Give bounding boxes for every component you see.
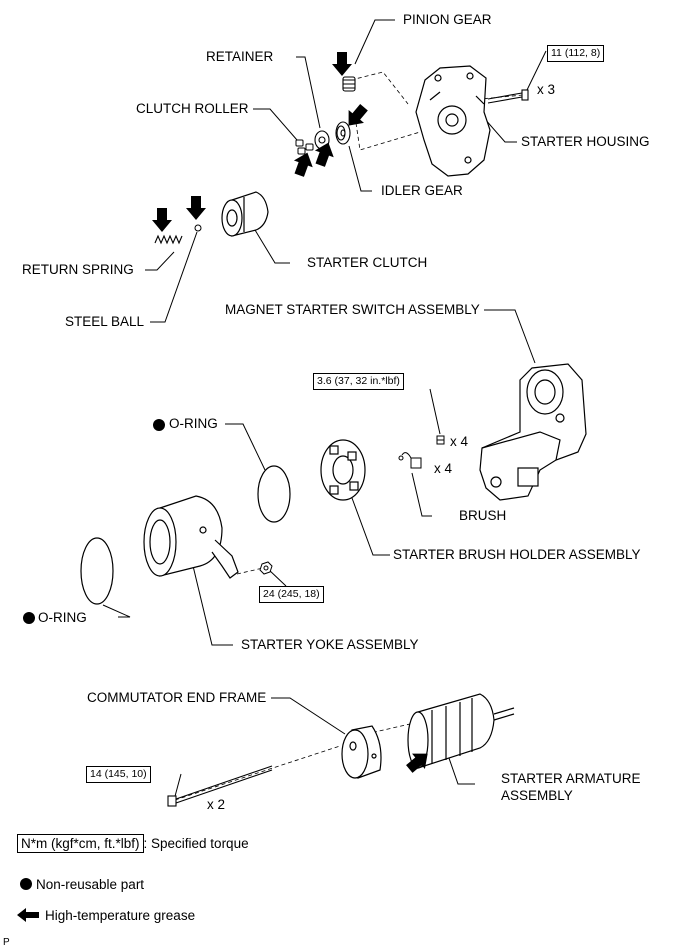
commutator-end-frame xyxy=(341,725,382,779)
torque-frame-bolt: 14 (145, 10) xyxy=(86,766,151,783)
label-starter-housing: STARTER HOUSING xyxy=(521,134,650,149)
label-return-spring: RETURN SPRING xyxy=(22,262,134,277)
o-ring-upper xyxy=(257,465,291,523)
label-armature-line2: ASSEMBLY xyxy=(501,788,573,803)
frame-bolt xyxy=(167,765,273,807)
footer-code: P xyxy=(3,937,10,948)
legend-grease-text: High-temperature grease xyxy=(45,908,196,923)
return-spring xyxy=(154,234,183,245)
leader-lines xyxy=(102,19,547,801)
label-brush: BRUSH xyxy=(459,508,507,523)
housing-bolt xyxy=(487,89,529,104)
label-commutator-end-frame: COMMUTATOR END FRAME xyxy=(87,690,267,705)
legend-torque: N*m (kgf*cm, ft.*lbf): Specified torque xyxy=(17,834,249,853)
legend-grease: High-temperature grease xyxy=(17,907,195,924)
non-reusable-dot-lower xyxy=(23,612,35,624)
magnet-switch xyxy=(479,363,587,501)
label-magnet-switch: MAGNET STARTER SWITCH ASSEMBLY xyxy=(225,302,480,317)
legend-non-reusable-text: Non-reusable part xyxy=(36,877,145,892)
brush xyxy=(398,452,422,469)
torque-yoke-nut: 24 (245, 18) xyxy=(259,586,324,603)
starter-clutch xyxy=(221,191,269,237)
steel-ball xyxy=(194,224,202,232)
non-reusable-dot-upper xyxy=(153,419,165,431)
torque-housing-bolt: 11 (112, 8) xyxy=(547,45,605,62)
label-idler-gear: IDLER GEAR xyxy=(381,183,463,198)
idler-gear xyxy=(335,121,351,145)
grease-arrow-legend-icon xyxy=(17,908,39,922)
label-pinion-gear: PINION GEAR xyxy=(403,12,492,27)
brush-holder xyxy=(320,439,366,501)
label-o-ring-lower: O-RING xyxy=(38,610,87,625)
clutch-rollers xyxy=(295,139,314,155)
label-brush-holder: STARTER BRUSH HOLDER ASSEMBLY xyxy=(393,547,641,562)
starter-housing xyxy=(415,65,491,177)
starter-yoke xyxy=(143,495,239,579)
label-starter-clutch: STARTER CLUTCH xyxy=(307,255,428,270)
label-armature-line1: STARTER ARMATURE xyxy=(501,771,641,786)
legend-torque-text: : Specified torque xyxy=(143,836,249,851)
qty-housing-bolt: x 3 xyxy=(537,82,556,97)
pinion-gear xyxy=(342,76,356,92)
legend-non-reusable: Non-reusable part xyxy=(20,876,144,893)
o-ring-lower xyxy=(80,537,114,605)
non-reusable-legend-dot xyxy=(20,878,32,890)
label-steel-ball: STEEL BALL xyxy=(65,314,145,329)
torque-switch-nut: 3.6 (37, 32 in.*lbf) xyxy=(313,373,404,390)
label-retainer: RETAINER xyxy=(206,49,274,64)
switch-nut xyxy=(436,435,445,445)
label-clutch-roller: CLUTCH ROLLER xyxy=(136,101,249,116)
qty-brush: x 4 xyxy=(434,461,453,476)
label-o-ring-upper: O-RING xyxy=(169,416,218,431)
grease-arrows xyxy=(152,52,435,777)
legend-torque-box: N*m (kgf*cm, ft.*lbf) xyxy=(17,834,144,853)
qty-frame-bolt: x 2 xyxy=(207,797,226,812)
qty-switch-nut: x 4 xyxy=(450,434,469,449)
yoke-nut xyxy=(259,561,273,575)
label-starter-yoke: STARTER YOKE ASSEMBLY xyxy=(241,637,419,652)
